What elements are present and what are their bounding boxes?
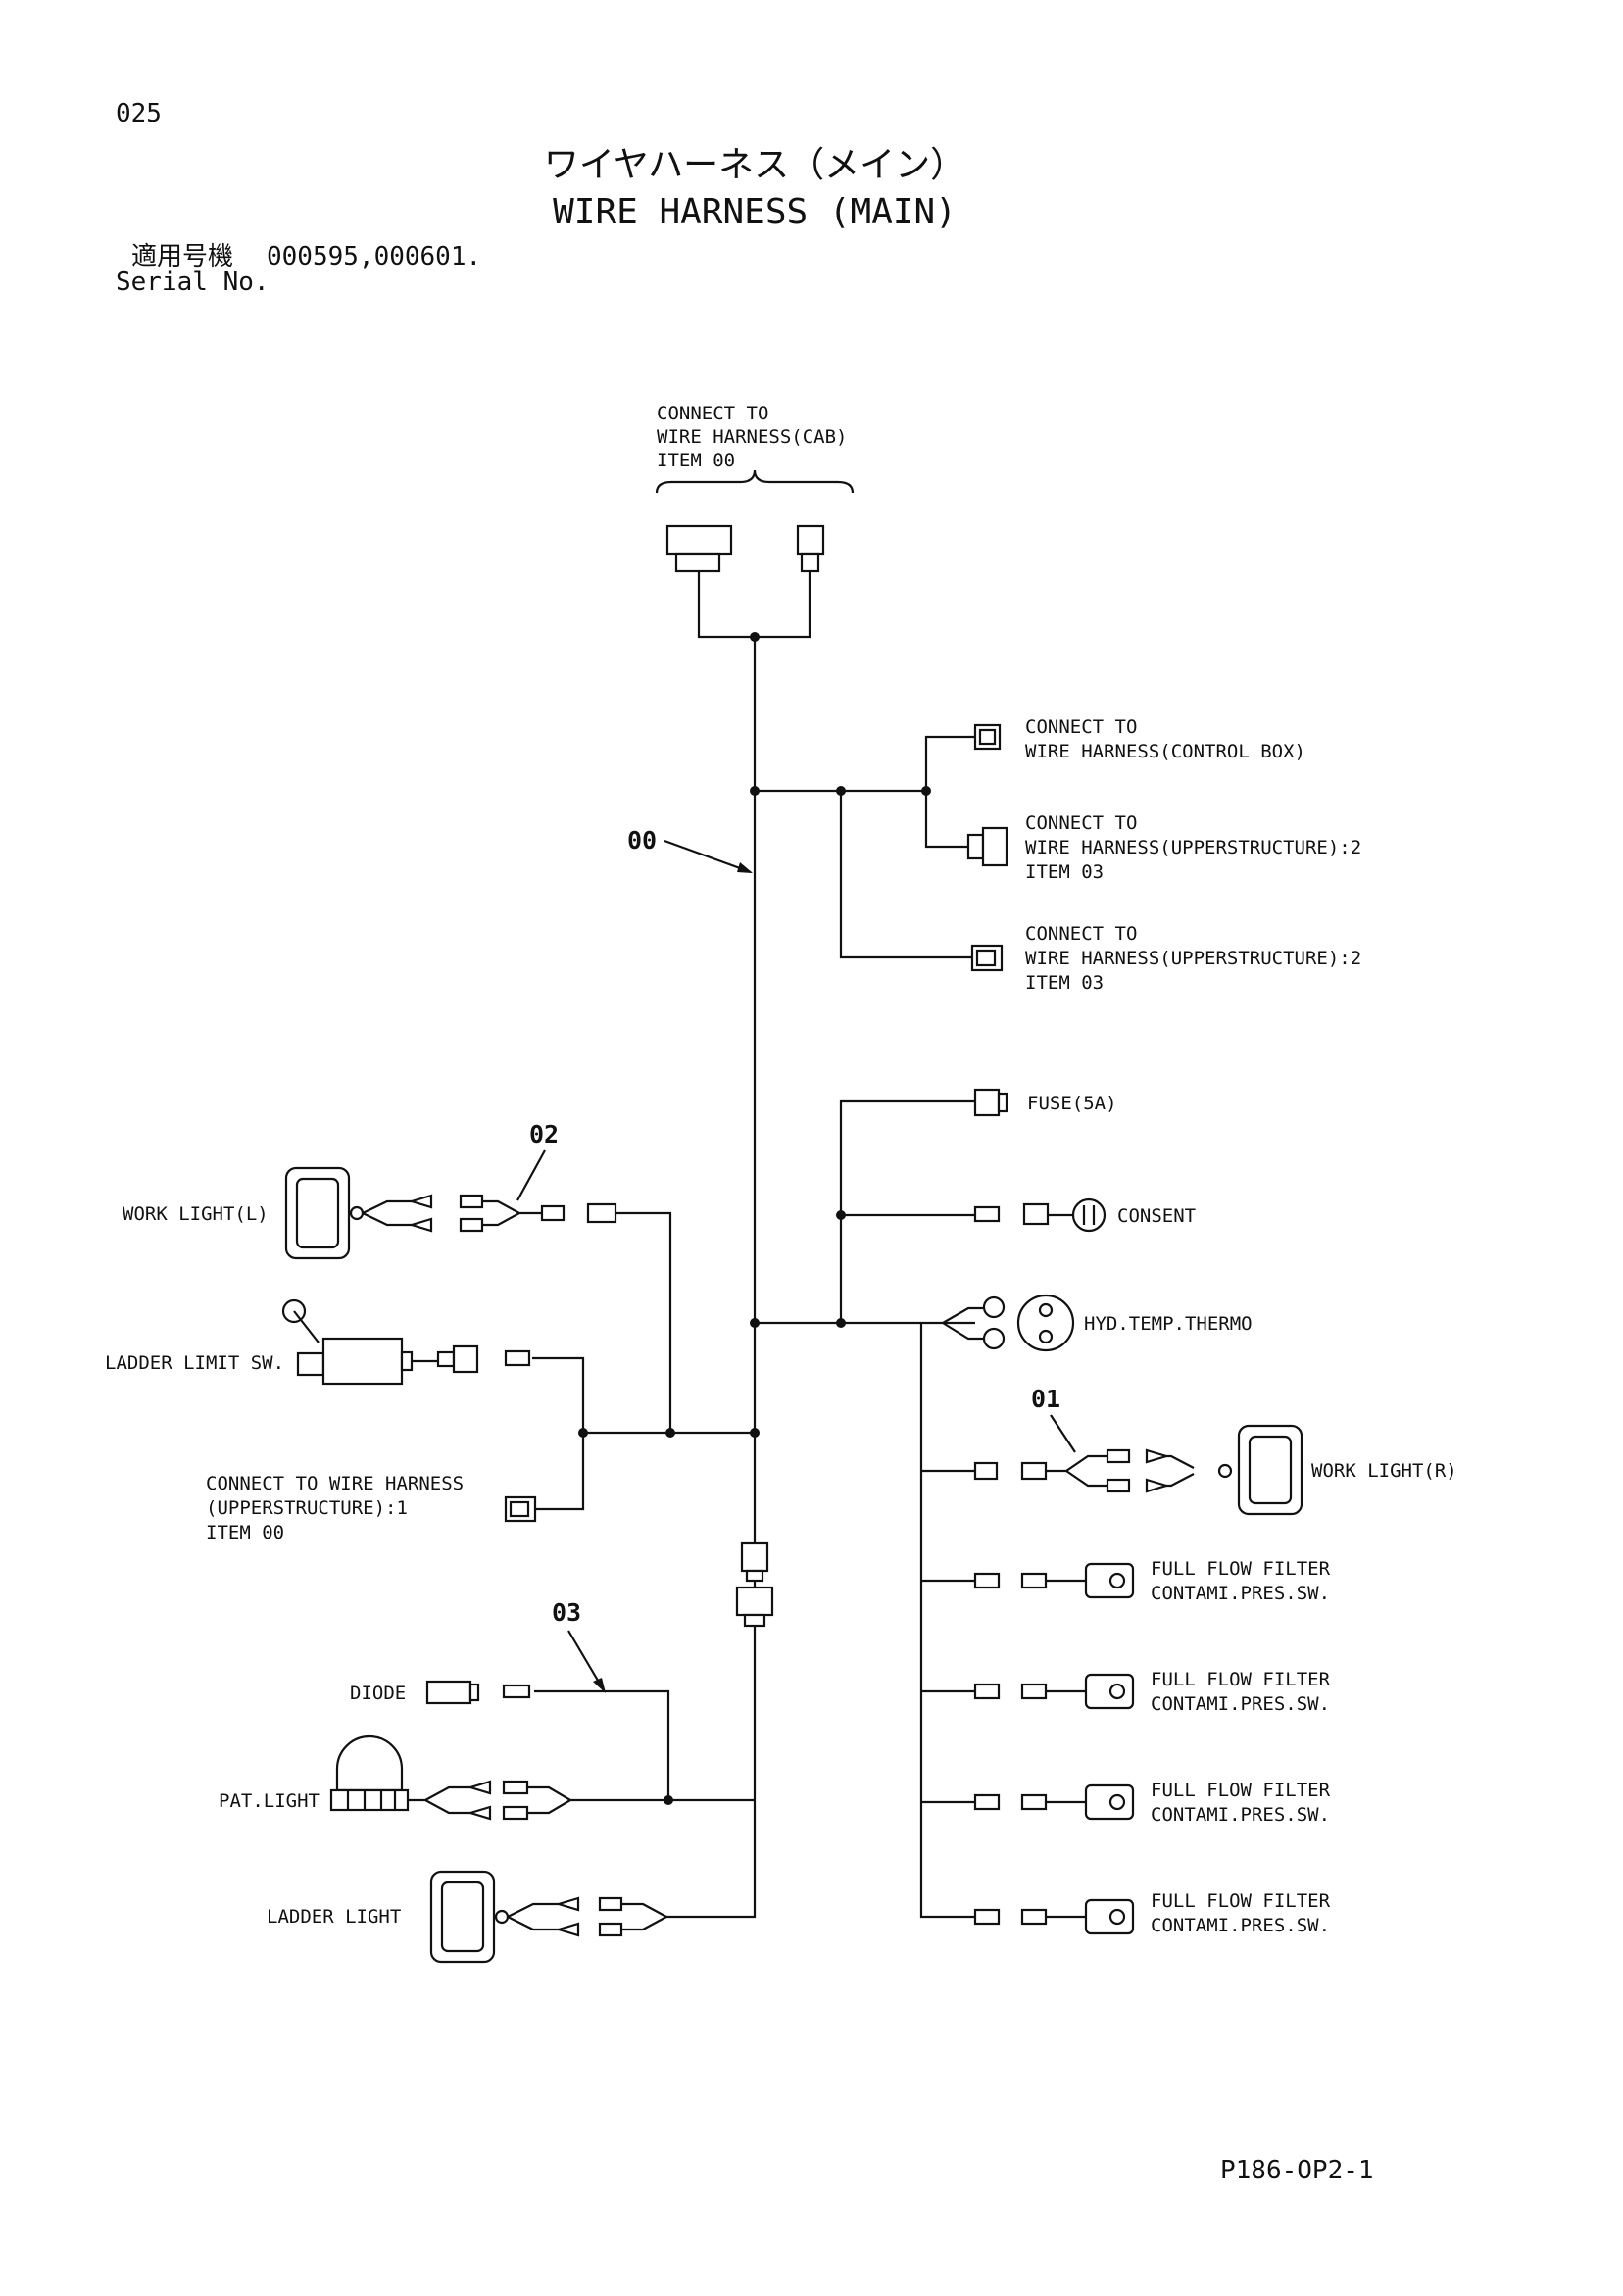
filter-1-label-line1: FULL FLOW FILTER	[1151, 1558, 1331, 1580]
ladder-light-group: LADDER LIGHT	[267, 1870, 667, 1964]
filter-2-label-line1: FULL FLOW FILTER	[1151, 1669, 1331, 1690]
control-box-label-line2: WIRE HARNESS(CONTROL BOX)	[1025, 741, 1305, 762]
wire-network	[532, 571, 975, 1919]
filter-2-connector: FULL FLOW FILTER CONTAMI.PRES.SW.	[973, 1669, 1331, 1715]
cab-connector-group: CONNECT TO WIRE HARNESS(CAB) ITEM 00	[655, 403, 855, 573]
trunk-connector-pair	[735, 1541, 774, 1628]
cab-label-line3: ITEM 00	[657, 450, 735, 471]
consent-connector: CONSENT	[973, 1197, 1196, 1233]
diode-icon	[425, 1680, 472, 1705]
upperstructure-2a-label-line2: WIRE HARNESS(UPPERSTRUCTURE):2	[1025, 837, 1361, 858]
consent-label: CONSENT	[1117, 1205, 1196, 1227]
pat-light-group: PAT.LIGHT	[219, 1734, 668, 1821]
pat-light-beacon-icon	[335, 1734, 404, 1792]
title-english: WIRE HARNESS (MAIN)	[553, 192, 957, 232]
upperstructure-1-label-line2: (UPPERSTRUCTURE):1	[206, 1497, 408, 1519]
filter-3-label-line1: FULL FLOW FILTER	[1151, 1780, 1331, 1801]
work-light-l-group: 02 WORK LIGHT(L)	[123, 1120, 617, 1260]
cab-label-line2: WIRE HARNESS(CAB)	[657, 426, 847, 448]
thermo-connector: HYD.TEMP.THERMO	[942, 1294, 1253, 1352]
item-03-callout: 03	[552, 1598, 581, 1627]
upperstructure-1-label-line3: ITEM 00	[206, 1522, 284, 1543]
filter-4-label-line1: FULL FLOW FILTER	[1151, 1890, 1331, 1912]
filter-3-connector: FULL FLOW FILTER CONTAMI.PRES.SW.	[973, 1780, 1331, 1826]
upperstructure-2b-connector: CONNECT TO WIRE HARNESS(UPPERSTRUCTURE):…	[970, 923, 1361, 994]
control-box-label-line1: CONNECT TO	[1025, 716, 1137, 738]
filter-2-label-line2: CONTAMI.PRES.SW.	[1151, 1693, 1330, 1715]
item-02-callout: 02	[529, 1120, 559, 1148]
consent-socket-icon	[1071, 1197, 1107, 1233]
diode-label: DIODE	[350, 1683, 406, 1704]
drawing-code: P186-OP2-1	[1220, 2156, 1374, 2185]
filter-4-label-line2: CONTAMI.PRES.SW.	[1151, 1915, 1330, 1936]
junction-dots	[578, 632, 931, 1805]
ladder-limit-switch-icon	[296, 1351, 325, 1377]
work-light-r-label: WORK LIGHT(R)	[1311, 1460, 1457, 1482]
work-light-l-label: WORK LIGHT(L)	[123, 1203, 269, 1225]
item-00-callout: 00	[627, 826, 657, 855]
serial-label-japanese: 適用号機	[131, 242, 233, 271]
thermo-label: HYD.TEMP.THERMO	[1084, 1313, 1253, 1335]
ladder-limit-label: LADDER LIMIT SW.	[105, 1352, 284, 1374]
filter-3-label-line2: CONTAMI.PRES.SW.	[1151, 1804, 1330, 1826]
fuse-connector: FUSE(5A)	[973, 1088, 1117, 1117]
filter-1-connector: FULL FLOW FILTER CONTAMI.PRES.SW.	[973, 1558, 1331, 1604]
upperstructure-2a-label-line1: CONNECT TO	[1025, 812, 1137, 834]
control-box-connector: CONNECT TO WIRE HARNESS(CONTROL BOX)	[973, 716, 1305, 762]
filter-4-connector: FULL FLOW FILTER CONTAMI.PRES.SW.	[973, 1890, 1331, 1936]
title-japanese: ワイヤハーネス（メイン）	[544, 145, 965, 185]
pat-light-label: PAT.LIGHT	[219, 1790, 320, 1812]
diode-group: 03 DIODE	[350, 1598, 606, 1705]
ladder-light-label: LADDER LIGHT	[267, 1906, 401, 1928]
filter-1-label-line2: CONTAMI.PRES.SW.	[1151, 1583, 1330, 1604]
upperstructure-1-connector: CONNECT TO WIRE HARNESS (UPPERSTRUCTURE)…	[206, 1473, 537, 1543]
item-01-callout: 01	[1031, 1385, 1060, 1413]
upperstructure-1-label-line1: CONNECT TO WIRE HARNESS	[206, 1473, 464, 1494]
page-number: 025	[116, 99, 162, 128]
upperstructure-2a-connector: CONNECT TO WIRE HARNESS(UPPERSTRUCTURE):…	[966, 812, 1361, 883]
upperstructure-2b-label-line1: CONNECT TO	[1025, 923, 1137, 945]
fuse-label: FUSE(5A)	[1027, 1093, 1117, 1114]
serial-values: 000595,000601.	[267, 242, 481, 271]
serial-label-english: Serial No.	[116, 268, 270, 297]
thermo-sensor-icon	[1016, 1294, 1075, 1352]
upperstructure-2b-label-line2: WIRE HARNESS(UPPERSTRUCTURE):2	[1025, 948, 1361, 969]
cab-label-line1: CONNECT TO	[657, 403, 768, 424]
upperstructure-2a-label-line3: ITEM 03	[1025, 861, 1104, 883]
cab-connector-large	[665, 524, 733, 556]
ladder-limit-switch-group: LADDER LIMIT SW.	[105, 1298, 531, 1386]
cab-connector-small	[796, 524, 825, 556]
upperstructure-2b-label-line3: ITEM 03	[1025, 972, 1104, 994]
work-light-r-group: 01 WORK LIGHT(R)	[973, 1385, 1457, 1516]
